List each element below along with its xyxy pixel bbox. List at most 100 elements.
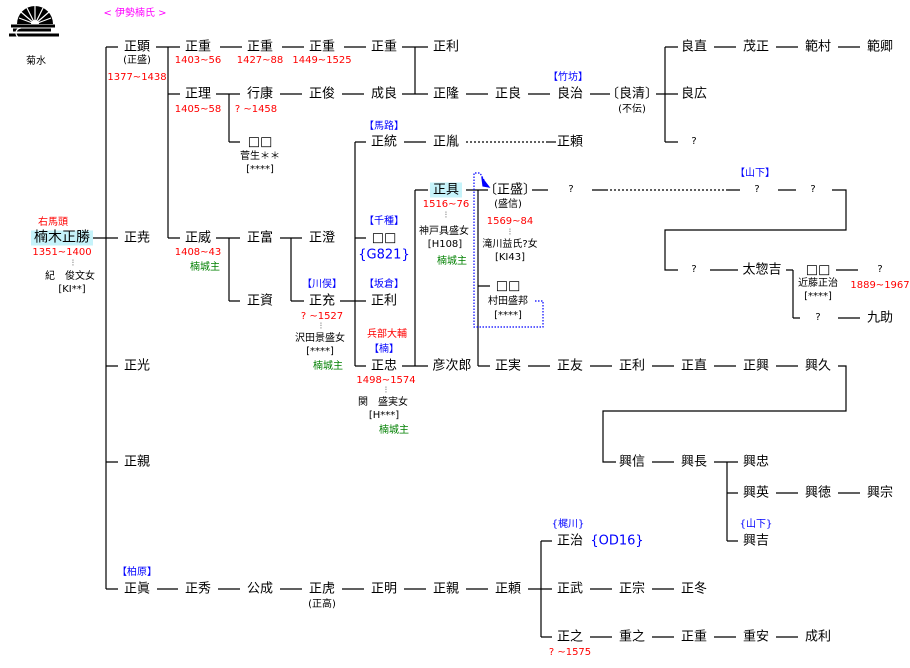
person-masaoki[interactable]: 正興 [742, 358, 770, 374]
person-unknown[interactable]: ? [815, 312, 821, 323]
root-name[interactable]: 楠木正勝 [31, 230, 93, 246]
person-masaaki2[interactable]: 正明 [370, 581, 398, 597]
person-okiyoshi[interactable]: 興吉 [742, 533, 770, 549]
person-masamune2[interactable]: 正宗 [618, 581, 646, 597]
root-wife: 紀 俊文女 [45, 271, 95, 282]
code: [H108] [427, 239, 463, 250]
person-kusuke[interactable]: 九助 [866, 310, 894, 326]
person-unknown[interactable]: ? [568, 184, 574, 195]
person-unknown[interactable]: ? [691, 136, 697, 147]
person-masaaki[interactable]: 正顕 [123, 39, 151, 55]
person-yoshikiyo[interactable]: 〔良清〕 [605, 86, 659, 102]
person-masayori[interactable]: 正頼 [556, 134, 584, 150]
dates: 1569~84 [486, 216, 534, 227]
wife: 神戸具盛女 [419, 226, 469, 237]
person-masahide[interactable]: 正秀 [184, 581, 212, 597]
person-unnamed[interactable]: □□ [247, 134, 273, 150]
person-masatake[interactable]: 正威 [184, 230, 212, 246]
person-unknown[interactable]: ? [754, 184, 760, 195]
person-toshi3[interactable]: 正利 [618, 358, 646, 374]
person-shige2[interactable]: 正重 [246, 39, 274, 55]
person-masachika1[interactable]: 正親 [123, 454, 151, 470]
page-title: < 伊勢楠氏 > [103, 8, 167, 19]
person-kimishige[interactable]: 公成 [246, 581, 274, 597]
person-hikojiro[interactable]: 彦次郎 [432, 358, 472, 374]
code: [****] [306, 346, 334, 357]
person-masatake2[interactable]: 正武 [556, 581, 584, 597]
person-yoshihiro[interactable]: 良広 [680, 86, 708, 102]
person-masatora[interactable]: 正虎 [308, 581, 336, 597]
person-masamitsu2[interactable]: 正光 [123, 358, 151, 374]
code: [H***] [368, 410, 400, 421]
person-masamori[interactable]: 〔正盛〕 [483, 182, 537, 198]
person-masatomi[interactable]: 正富 [246, 230, 274, 246]
person-shigeyuki[interactable]: 重之 [618, 629, 646, 645]
person-okihisa[interactable]: 興久 [804, 358, 832, 374]
person-shige4[interactable]: 正重 [370, 39, 398, 55]
person-unknown[interactable]: ? [877, 264, 883, 275]
person-masamitsu[interactable]: 正充 [308, 293, 336, 309]
person-masayuki[interactable]: 正之 [556, 629, 584, 645]
person-unnamed[interactable]: □□ [495, 278, 521, 294]
person-yoshinao[interactable]: 良直 [680, 39, 708, 55]
root-office: 右馬頭 [38, 217, 68, 228]
person-masafuyu[interactable]: 正冬 [680, 581, 708, 597]
person-okinaga[interactable]: 興長 [680, 454, 708, 470]
person-okinobu[interactable]: 興信 [618, 454, 646, 470]
person-shige5[interactable]: 正重 [680, 629, 708, 645]
person-masatomo[interactable]: 正具 [429, 182, 463, 198]
root-dates: 1351~1400 [32, 247, 92, 258]
person-chigusa[interactable]: □□ [371, 230, 397, 246]
person-shige3[interactable]: 正重 [308, 39, 336, 55]
person-masaharu[interactable]: 正治 [556, 533, 584, 549]
wife: 菅生＊＊ [240, 151, 280, 162]
person-yoshiharu[interactable]: 良治 [556, 86, 584, 102]
person-masayoshi[interactable]: 正良 [494, 86, 522, 102]
person-masazane[interactable]: 正実 [494, 358, 522, 374]
person-masataka[interactable]: 正隆 [432, 86, 460, 102]
marriage-sep: ⁝ [71, 258, 75, 269]
person-unknown[interactable]: ? [691, 264, 697, 275]
person-okihide[interactable]: 興英 [742, 485, 770, 501]
dates: 1889~1967 [850, 280, 910, 291]
person-masazumi[interactable]: 正澄 [308, 230, 336, 246]
person-yukiyasu[interactable]: 行康 [246, 86, 274, 102]
person-masayori2[interactable]: 正頼 [494, 581, 522, 597]
masazane2-chain [157, 540, 798, 638]
person-masasuke[interactable]: 正資 [246, 293, 274, 309]
person-masatoshi[interactable]: 正俊 [308, 86, 336, 102]
person-norikyo[interactable]: 範卿 [866, 39, 894, 55]
person-masanao[interactable]: 正直 [680, 358, 708, 374]
person-shigeyasu[interactable]: 重安 [742, 629, 770, 645]
person-masamichi[interactable]: 正理 [184, 86, 212, 102]
shige-chain [220, 46, 428, 95]
person-unnamed[interactable]: □□ [805, 262, 831, 278]
person-masatada[interactable]: 正忠 [370, 358, 398, 374]
dates: 1498~1574 [356, 375, 416, 386]
person-masataka2[interactable]: 正尭 [123, 230, 151, 246]
person-okinori[interactable]: 興徳 [804, 485, 832, 501]
person-narutoshi[interactable]: 成利 [804, 629, 832, 645]
branch-label: 【山下】 [735, 168, 775, 179]
person-okitada[interactable]: 興忠 [742, 454, 770, 470]
code: [****] [246, 164, 274, 175]
person-norimura[interactable]: 範村 [804, 39, 832, 55]
person-unknown[interactable]: ? [810, 184, 816, 195]
person-tasokichi[interactable]: 太惣吉 [742, 262, 782, 278]
person-toshi2[interactable]: 正利 [370, 293, 398, 309]
masaaki-branch [156, 46, 180, 239]
person-masatomo2[interactable]: 正友 [556, 358, 584, 374]
person-masachika2[interactable]: 正親 [432, 581, 460, 597]
person-toshi1[interactable]: 正利 [432, 39, 460, 55]
person-masazane2[interactable]: 正眞 [123, 581, 151, 597]
branch-label: {梶川} [551, 519, 585, 530]
person-okimune[interactable]: 興宗 [866, 485, 894, 501]
person-masamune[interactable]: 正統 [370, 134, 398, 150]
person-nariyoshi[interactable]: 成良 [370, 86, 398, 102]
person-masatane[interactable]: 正胤 [432, 134, 460, 150]
person-shige1[interactable]: 正重 [184, 39, 212, 55]
marriage-sep: ⁝ [319, 321, 323, 332]
person-shigemasa[interactable]: 茂正 [742, 39, 770, 55]
